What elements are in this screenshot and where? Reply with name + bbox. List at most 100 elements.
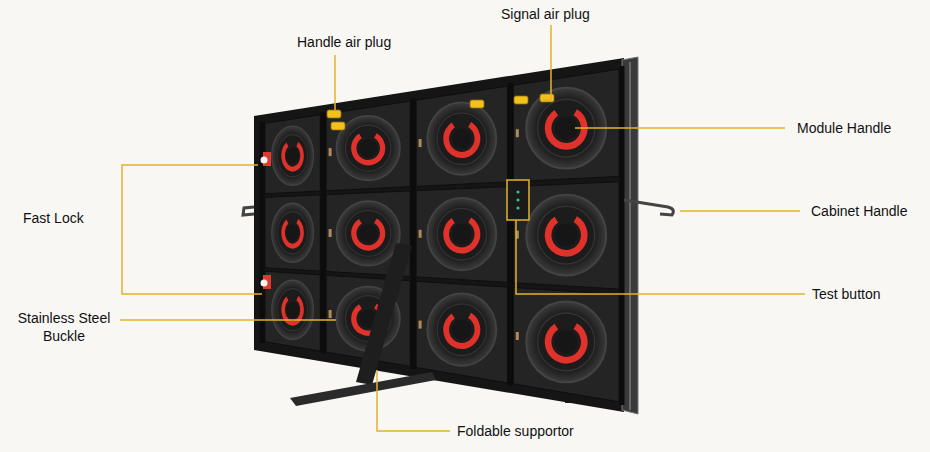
- module-handle-ring: [349, 128, 388, 168]
- fan-hub: [538, 206, 595, 264]
- part-label: Foldable supportor: [457, 422, 574, 440]
- support-leg: [356, 243, 412, 385]
- module-handle-ring: [349, 213, 388, 253]
- stainless-buckle: [516, 129, 519, 137]
- leader-line: [122, 165, 262, 294]
- fan-housing: [526, 195, 606, 276]
- leader-line: [516, 220, 805, 294]
- led-module: [265, 195, 320, 271]
- cabinet-handle: [624, 200, 673, 215]
- fan-center: [287, 301, 299, 318]
- part-label: Stainless Steel Buckle: [10, 309, 118, 345]
- column-bar: [411, 98, 416, 369]
- fan-center: [359, 139, 377, 157]
- led-module: [513, 69, 619, 181]
- fan-housing: [272, 203, 314, 262]
- leader-line: [377, 370, 450, 431]
- indicator-led: [516, 190, 519, 193]
- stainless-buckle: [329, 310, 332, 318]
- fan-center: [555, 117, 578, 140]
- cabinet-frame: [254, 58, 624, 412]
- module-panel: [265, 195, 320, 271]
- fan-housing: [336, 116, 400, 181]
- stainless-buckle: [419, 139, 422, 147]
- module-handle-ring: [541, 317, 590, 367]
- part-label: Cabinet Handle: [811, 202, 908, 220]
- part-label: Signal air plug: [501, 5, 590, 23]
- fan-hub: [278, 289, 308, 331]
- module-panel: [513, 288, 619, 402]
- fan-hub: [345, 125, 390, 171]
- stainless-buckle: [516, 332, 519, 340]
- fast-lock-knob: [261, 157, 268, 164]
- side-panel: [622, 57, 638, 414]
- module-panel: [326, 101, 410, 191]
- module-handle-ring: [440, 307, 483, 352]
- fan-hub: [345, 210, 390, 256]
- fan-center: [555, 330, 578, 353]
- led-module: [416, 187, 507, 283]
- part-label: Fast Lock: [23, 209, 84, 227]
- module-panel: [265, 115, 320, 194]
- fan-hub: [278, 212, 308, 254]
- leader-line: [120, 319, 336, 321]
- leader-line: [334, 55, 336, 110]
- part-label: Test button: [812, 285, 881, 303]
- fan-housing: [526, 302, 606, 383]
- module-handle-ring: [440, 212, 483, 257]
- fan-housing: [272, 126, 314, 185]
- indicator-led: [516, 206, 519, 209]
- fan-center: [359, 224, 377, 242]
- module-panel: [265, 271, 320, 351]
- air-plug: [327, 110, 341, 118]
- module-panel: [416, 281, 507, 383]
- air-plug: [331, 122, 345, 130]
- module-handle-ring: [440, 116, 483, 161]
- module-panel: [416, 187, 507, 283]
- fan-center: [452, 128, 472, 149]
- leader-line: [680, 210, 800, 212]
- module-panel: [416, 86, 507, 186]
- side-edge: [630, 62, 631, 410]
- stainless-buckle: [329, 229, 332, 237]
- fan-center: [555, 223, 578, 246]
- module-handle-ring: [280, 137, 306, 174]
- led-module: [513, 288, 619, 402]
- module-panel: [513, 69, 619, 181]
- led-module: [265, 271, 320, 351]
- stainless-buckle: [329, 148, 332, 156]
- fan-center: [452, 224, 472, 245]
- fan-hub: [437, 208, 486, 260]
- part-label: Handle air plug: [297, 33, 391, 51]
- fan-housing: [427, 198, 496, 270]
- test-button: [507, 180, 529, 220]
- led-module: [326, 101, 410, 191]
- fan-housing: [336, 201, 400, 266]
- fan-hub: [437, 304, 486, 356]
- air-plug: [514, 96, 528, 104]
- indicator-led: [516, 198, 519, 201]
- fan-housing: [427, 293, 496, 365]
- fan-housing: [272, 280, 314, 339]
- led-module: [416, 281, 507, 383]
- fan-hub: [278, 135, 308, 177]
- fan-center: [452, 319, 472, 340]
- cabinet: [243, 57, 673, 414]
- fan-hub: [437, 113, 486, 165]
- part-label: Module Handle: [797, 119, 891, 137]
- stainless-buckle: [419, 321, 422, 329]
- module-handle-ring: [280, 291, 306, 328]
- led-module: [416, 86, 507, 186]
- support-base: [290, 372, 436, 406]
- fan-hub: [538, 313, 595, 371]
- fan-housing: [427, 102, 496, 174]
- leader-line: [543, 25, 551, 100]
- column-bar: [508, 83, 513, 385]
- module-handle-ring: [280, 214, 306, 251]
- column-bar: [321, 112, 326, 353]
- fan-center: [287, 224, 299, 241]
- air-plug: [540, 94, 554, 102]
- air-plug: [470, 100, 484, 108]
